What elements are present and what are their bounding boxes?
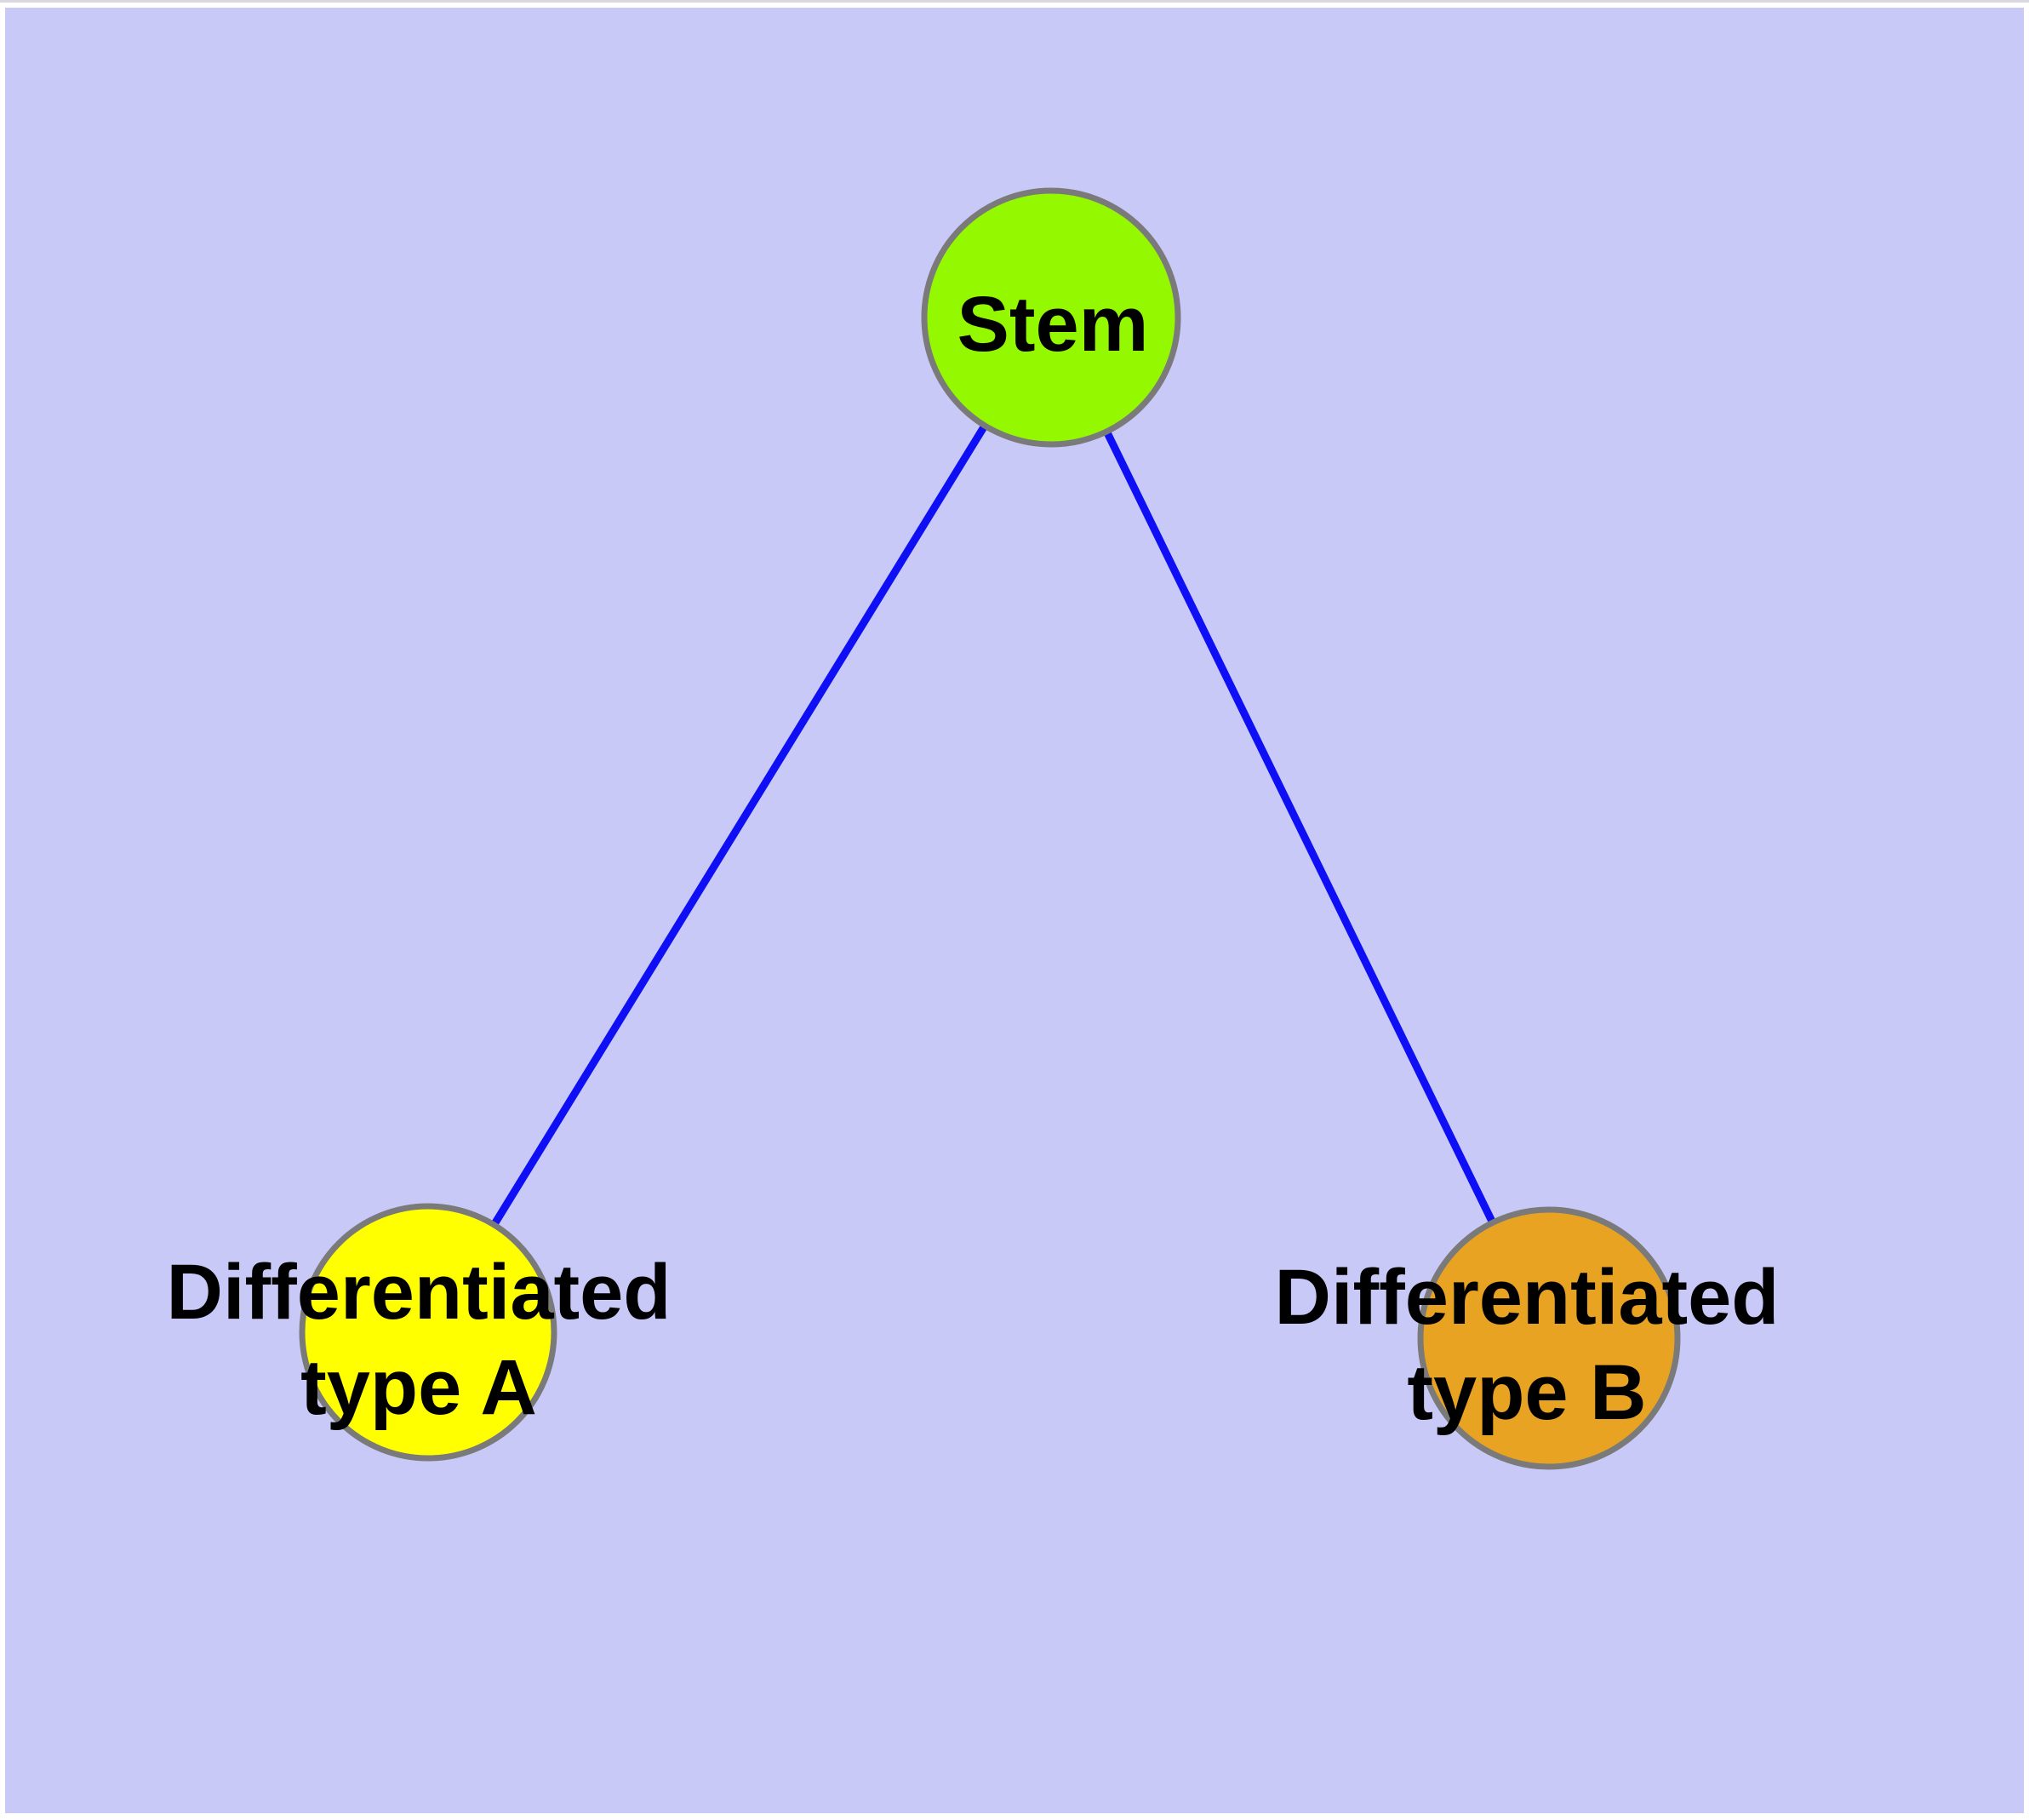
node-stem[interactable]	[921, 187, 1181, 448]
node-type-a-label-line1: Differentiated	[167, 1249, 672, 1336]
edge-stem-to-type-b	[1047, 316, 1553, 1340]
node-type-a-label-line2: type A	[300, 1344, 537, 1431]
node-stem-label: Stem	[957, 281, 1149, 368]
node-type-b-label-line2: type B	[1407, 1349, 1646, 1436]
node-differentiated-type-a[interactable]	[299, 1203, 557, 1462]
window-top-border	[0, 0, 2029, 3]
node-differentiated-type-b[interactable]	[1417, 1206, 1681, 1470]
node-type-b-label-line1: Differentiated	[1275, 1254, 1780, 1341]
edge-stem-to-type-a	[425, 315, 1055, 1335]
